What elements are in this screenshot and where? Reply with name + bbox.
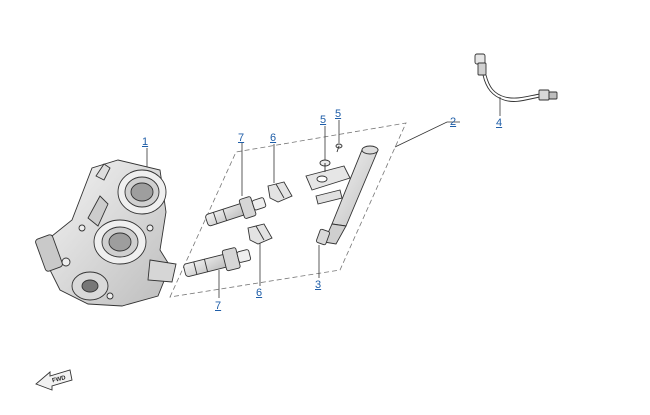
fuel-injector-lower: [183, 247, 252, 277]
callout-1[interactable]: 1: [142, 136, 149, 148]
forward-arrow-icon: FWD: [35, 369, 73, 391]
throttle-body-assembly: [35, 159, 177, 307]
injector-cap-lower: [247, 223, 273, 245]
callout-4[interactable]: 4: [496, 117, 503, 129]
screw-b: [335, 143, 343, 153]
injector-cap-upper: [267, 181, 293, 203]
fuel-rail: [305, 145, 379, 246]
leader-lines: [146, 97, 501, 298]
callout-2[interactable]: 2: [450, 116, 457, 128]
sensor-with-cable: [474, 53, 558, 102]
callout-7b[interactable]: 7: [215, 300, 222, 312]
fuel-injector-upper: [205, 196, 267, 227]
assembly-frame: [169, 122, 407, 298]
callout-3[interactable]: 3: [315, 279, 322, 291]
screw-a: [319, 159, 331, 172]
callout-5b[interactable]: 5: [335, 108, 342, 120]
leader-2: [394, 121, 460, 148]
callout-5a[interactable]: 5: [320, 114, 327, 126]
callout-6a[interactable]: 6: [270, 132, 277, 144]
callout-6b[interactable]: 6: [256, 287, 263, 299]
fwd-label: FWD: [52, 375, 67, 384]
callout-7a[interactable]: 7: [238, 132, 245, 144]
